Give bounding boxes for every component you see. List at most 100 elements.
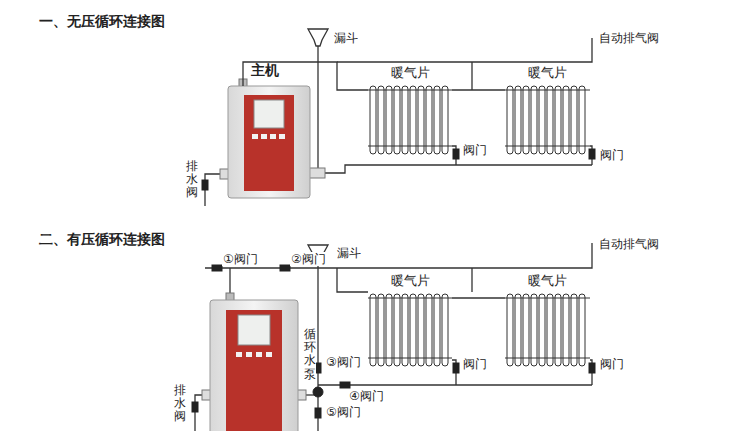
part-label: 自动排气阀 bbox=[598, 31, 660, 45]
node-label: 暖气片 bbox=[527, 273, 568, 288]
part-label: 漏斗 bbox=[333, 31, 359, 45]
radiator-fin bbox=[571, 86, 577, 154]
boiler-panel bbox=[226, 310, 282, 431]
radiator-fin bbox=[410, 86, 416, 154]
radiator-fin bbox=[378, 86, 384, 154]
part-label: ④阀门 bbox=[348, 389, 385, 403]
boiler-buttons bbox=[252, 134, 285, 139]
drop-pipe bbox=[471, 268, 472, 292]
node-label: 主机 bbox=[250, 63, 280, 78]
boiler-buttons bbox=[256, 352, 262, 357]
valve bbox=[589, 149, 595, 159]
pump bbox=[313, 387, 323, 397]
radiator-fin bbox=[539, 294, 545, 366]
valve bbox=[192, 402, 198, 412]
valve bbox=[202, 180, 208, 190]
valve bbox=[280, 265, 290, 271]
radiator-fin bbox=[515, 86, 521, 154]
return-pipe bbox=[318, 384, 592, 385]
part-label: 阀门 bbox=[599, 148, 625, 162]
boiler-unit: 主机 bbox=[228, 86, 310, 198]
radiator-fin bbox=[418, 86, 424, 154]
funnels bbox=[308, 29, 328, 262]
radiator-fin bbox=[394, 294, 400, 366]
drop-pipe bbox=[337, 268, 368, 292]
boiler-panel bbox=[244, 95, 294, 191]
valve bbox=[212, 265, 222, 271]
valve bbox=[315, 408, 321, 418]
radiator-fin bbox=[426, 294, 432, 366]
radiator-fin bbox=[507, 86, 513, 154]
pipe-connector bbox=[452, 297, 505, 298]
radiator: 暖气片 bbox=[505, 86, 590, 154]
radiator-header bbox=[368, 358, 452, 359]
part-label: 漏斗 bbox=[336, 246, 362, 260]
boiler-screen bbox=[238, 315, 270, 345]
boiler-body bbox=[228, 86, 310, 198]
radiator-header bbox=[368, 90, 452, 91]
radiator-fin bbox=[386, 86, 392, 154]
funnel-pipe bbox=[317, 46, 318, 168]
part-label: ②阀门 bbox=[290, 252, 327, 266]
radiator-fins bbox=[368, 86, 590, 366]
boiler-body bbox=[210, 300, 298, 431]
supply-pipe bbox=[205, 243, 592, 268]
boiler-buttons bbox=[266, 352, 272, 357]
node-label: 暖气片 bbox=[390, 273, 431, 288]
radiator: 暖气片 bbox=[505, 294, 590, 366]
radiator-header bbox=[368, 146, 452, 147]
radiator-fin bbox=[394, 86, 400, 154]
radiator-fin bbox=[547, 86, 553, 154]
valve bbox=[453, 363, 459, 373]
radiator-fin bbox=[523, 294, 529, 366]
radiator-fin bbox=[434, 86, 440, 154]
radiator: 暖气片 bbox=[368, 294, 452, 366]
radiator-fin bbox=[370, 294, 376, 366]
boiler-screen bbox=[254, 100, 284, 128]
funnel-pipe bbox=[317, 262, 318, 431]
drop-pipe bbox=[471, 62, 472, 90]
part-label: ⑤阀门 bbox=[325, 405, 362, 419]
part-label: 阀门 bbox=[462, 357, 488, 371]
boiler-buttons bbox=[236, 352, 242, 357]
radiator-fin bbox=[531, 294, 537, 366]
radiator-header bbox=[505, 358, 590, 359]
part-label: 阀门 bbox=[599, 357, 625, 371]
radiator-fin bbox=[402, 86, 408, 154]
vertical-label: 循环水泵 bbox=[304, 328, 316, 381]
radiator-fin bbox=[418, 294, 424, 366]
radiator-fin bbox=[370, 86, 376, 154]
radiator-fin bbox=[523, 86, 529, 154]
boiler-buttons bbox=[270, 134, 276, 139]
boiler-buttons bbox=[236, 352, 272, 357]
part-label: 阀门 bbox=[462, 143, 488, 157]
radiator: 暖气片 bbox=[368, 86, 452, 154]
fitting bbox=[309, 168, 325, 178]
boiler-buttons bbox=[279, 134, 285, 139]
radiator-fin bbox=[579, 86, 585, 154]
boiler-buttons bbox=[252, 134, 258, 139]
radiator-header bbox=[368, 298, 452, 299]
radiator-header bbox=[505, 90, 590, 91]
radiator-fin bbox=[386, 294, 392, 366]
part-label: 自动排气阀 bbox=[598, 237, 660, 251]
radiator-fin bbox=[442, 294, 448, 366]
radiator-fin bbox=[402, 294, 408, 366]
radiator-header bbox=[505, 146, 590, 147]
radiator-fin bbox=[426, 86, 432, 154]
radiator-fin bbox=[563, 294, 569, 366]
node-label: 暖气片 bbox=[390, 65, 431, 80]
part-label: ①阀门 bbox=[222, 252, 259, 266]
section-title: 一、无压循环连接图 bbox=[38, 12, 166, 30]
radiator-fin bbox=[410, 294, 416, 366]
radiator-fin bbox=[442, 86, 448, 154]
section-title: 二、有压循环连接图 bbox=[38, 230, 166, 248]
funnel bbox=[308, 29, 328, 46]
boiler-buttons bbox=[261, 134, 267, 139]
radiator-fin bbox=[378, 294, 384, 366]
radiator-fin bbox=[547, 294, 553, 366]
radiator-fin bbox=[571, 294, 577, 366]
